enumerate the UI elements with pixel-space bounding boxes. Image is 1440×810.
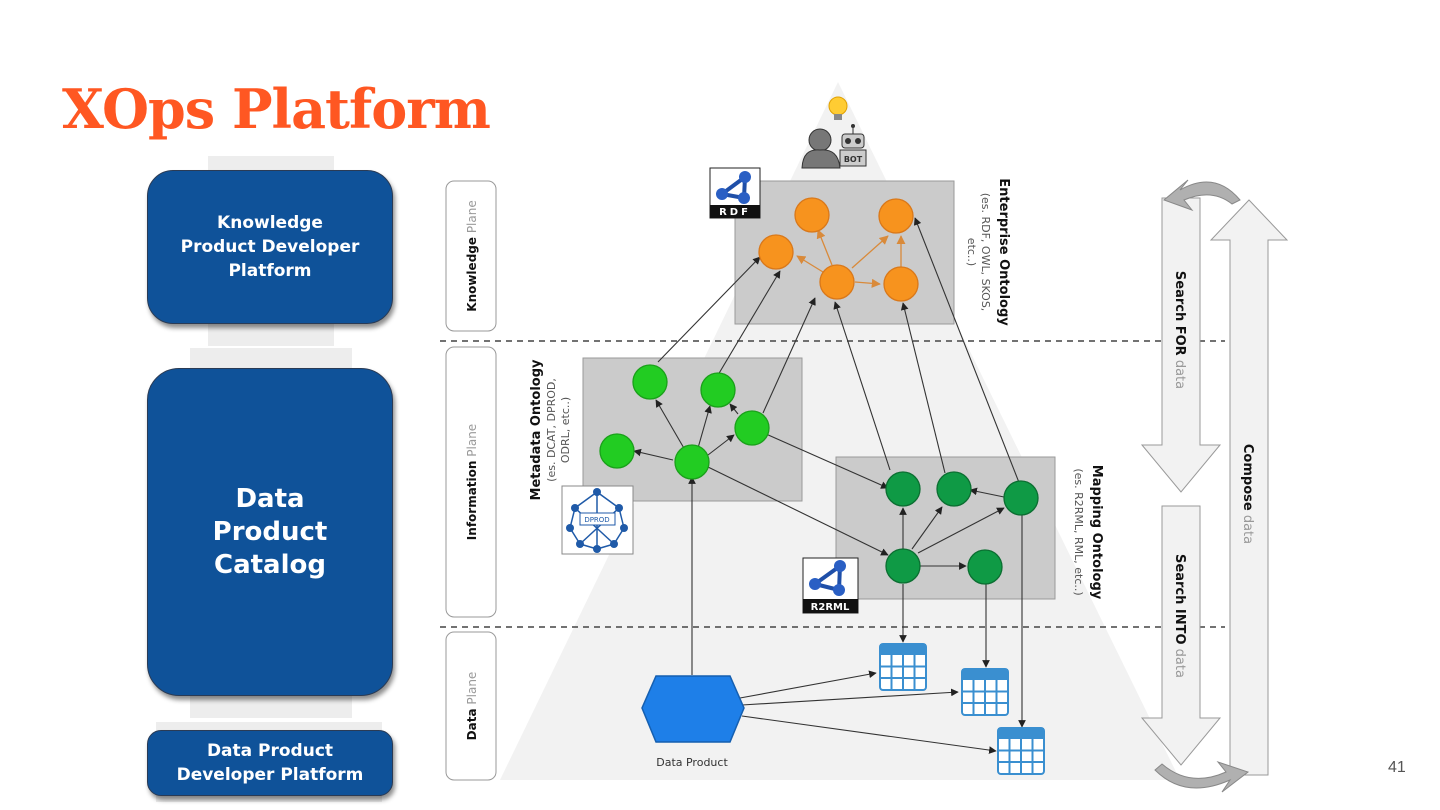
search-into-data-arrow: Search INTO data [1140, 505, 1222, 766]
data-table-icon[interactable] [879, 643, 927, 691]
svg-text:etc..): etc..) [965, 238, 978, 266]
data-table-icon[interactable] [997, 727, 1045, 775]
svg-text:R2RML: R2RML [811, 602, 850, 613]
knowledge-product-developer-platform-card[interactable]: Knowledge Product Developer Platform [147, 170, 393, 324]
compose-data-arrow: Compose data [1209, 199, 1289, 776]
mapping-node [1003, 480, 1039, 516]
svg-text:Search FOR data: Search FOR data [1172, 271, 1187, 389]
mapping-edges [899, 487, 1005, 570]
metadata-edges [633, 399, 739, 461]
metadata-nodes [599, 364, 770, 480]
mapping-node [885, 471, 921, 507]
information-plane-label: Information Plane [445, 346, 497, 618]
enterprise-node [794, 197, 830, 233]
knowledge-plane-label: Knowledge Plane [445, 180, 497, 332]
metadata-node [674, 444, 710, 480]
data-table-icon[interactable] [961, 668, 1009, 716]
svg-text:Metadata Ontology: Metadata Ontology [529, 359, 544, 500]
metadata-ontology-caption: Metadata Ontology (es. DCAT, DPROD, ODRL… [529, 359, 572, 500]
dprod-logo-icon: DPROD [561, 485, 634, 555]
svg-text:Data Plane: Data Plane [465, 672, 479, 741]
human-bot-icon: BOT [801, 96, 867, 169]
data-product-catalog-card[interactable]: Data Product Catalog [147, 368, 393, 696]
svg-text:Search INTO data: Search INTO data [1172, 554, 1187, 678]
cycle-arrow-bottom-icon [1154, 760, 1250, 793]
enterprise-node [878, 198, 914, 234]
svg-text:RDF: RDF [719, 207, 751, 218]
lightbulb-icon [828, 96, 848, 116]
svg-text:Enterprise Ontology: Enterprise Ontology [996, 178, 1011, 326]
svg-text:Compose data: Compose data [1240, 444, 1255, 544]
metadata-node [599, 433, 635, 469]
enterprise-node [819, 264, 855, 300]
metadata-node [700, 372, 736, 408]
svg-text:DPROD: DPROD [584, 516, 609, 524]
r2rml-logo-icon: R2RML [802, 557, 859, 614]
cycle-arrow-top-icon [1163, 179, 1241, 212]
pyramid-background [500, 82, 1180, 780]
svg-text:Mapping Ontology: Mapping Ontology [1089, 465, 1104, 600]
data-product-hexagon[interactable]: Data Product [641, 675, 745, 769]
svg-text:(es. R2RML, RML, etc..): (es. R2RML, RML, etc..) [1072, 468, 1085, 595]
rdf-logo-icon: RDF [709, 167, 761, 219]
metadata-node [734, 410, 770, 446]
metadata-node [632, 364, 668, 400]
table-edges [688, 476, 1026, 754]
data-plane-label: Data Plane [445, 631, 497, 781]
enterprise-node [758, 234, 794, 270]
svg-text:(es. RDF, OWL, SKOS,: (es. RDF, OWL, SKOS, [979, 193, 992, 312]
svg-text:Knowledge Plane: Knowledge Plane [465, 200, 479, 311]
mapping-nodes [885, 471, 1039, 585]
search-for-data-arrow: Search FOR data [1140, 197, 1222, 493]
svg-text:Information Plane: Information Plane [465, 424, 479, 540]
svg-text:(es. DCAT, DPROD,: (es. DCAT, DPROD, [545, 378, 558, 482]
svg-text:BOT: BOT [844, 155, 863, 164]
page-number: 41 [1388, 759, 1406, 776]
mapping-node [967, 549, 1003, 585]
enterprise-node [883, 266, 919, 302]
svg-text:ODRL, etc..): ODRL, etc..) [559, 397, 572, 463]
cross-layer-edges [657, 217, 1021, 556]
enterprise-edges [796, 229, 906, 288]
mapping-node [936, 471, 972, 507]
enterprise-nodes [758, 197, 919, 302]
enterprise-ontology-caption: Enterprise Ontology (es. RDF, OWL, SKOS,… [965, 178, 1011, 326]
data-product-developer-platform-card[interactable]: Data Product Developer Platform [147, 730, 393, 796]
mapping-ontology-caption: Mapping Ontology (es. R2RML, RML, etc..) [1072, 465, 1104, 600]
svg-text:Data Product: Data Product [656, 756, 728, 769]
slide-title: XOps Platform [62, 77, 491, 141]
mapping-node [885, 548, 921, 584]
